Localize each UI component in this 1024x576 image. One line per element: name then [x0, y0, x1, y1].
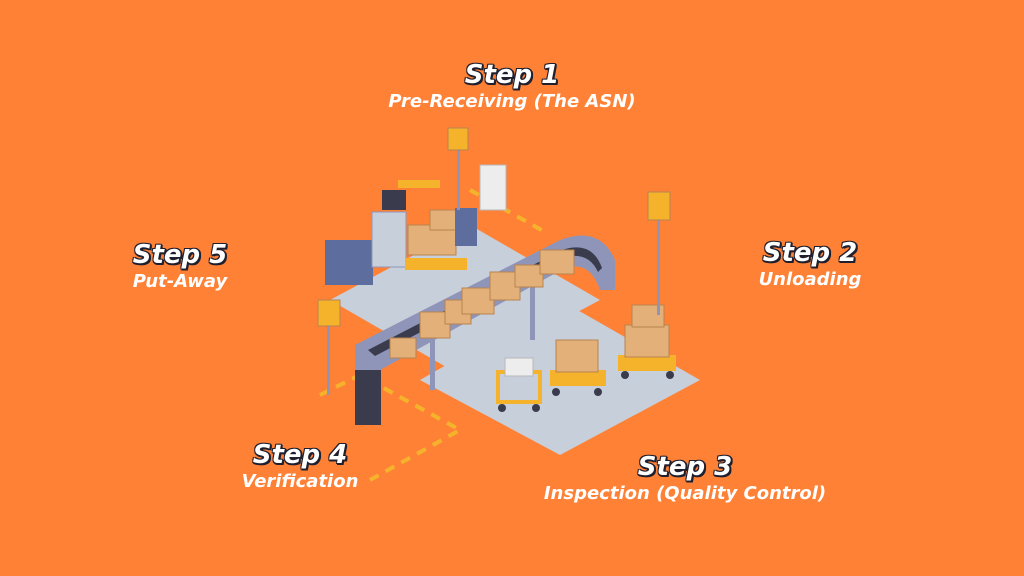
conveyor-boxes	[389, 249, 575, 359]
step-5-label: Put-Away	[132, 271, 228, 292]
step-5: Step 5 Put-Away	[100, 240, 260, 294]
step-4: Step 4 Verification	[210, 440, 390, 494]
sign-post-top	[447, 127, 469, 210]
step-1-label: Pre-Receiving (The ASN)	[388, 91, 636, 112]
cart-right-2	[550, 339, 606, 396]
step-2-label: Unloading	[758, 269, 862, 290]
conveyor-support-1	[430, 330, 435, 390]
step-2: Step 2 Unloading	[720, 238, 900, 292]
sign-post-right	[647, 191, 671, 315]
floor-dash-line-top	[469, 188, 546, 234]
step-5-title: Step 5	[132, 240, 228, 270]
step-4-title: Step 4	[252, 440, 348, 470]
step-3-label: Inspection (Quality Control)	[543, 483, 827, 504]
hand-trolley	[496, 357, 542, 412]
conveyor-leg-front	[355, 370, 381, 425]
step-2-title: Step 2	[762, 238, 858, 268]
cart-right-1	[618, 304, 676, 379]
floor-dash-line-bottom	[319, 372, 465, 482]
step-1: Step 1 Pre-Receiving (The ASN)	[372, 60, 652, 114]
equipment-cluster	[325, 164, 507, 285]
step-4-label: Verification	[241, 471, 359, 492]
sign-post-left	[317, 299, 341, 395]
step-1-title: Step 1	[464, 60, 560, 90]
step-3: Step 3 Inspection (Quality Control)	[520, 452, 850, 506]
step-3-title: Step 3	[637, 452, 733, 482]
conveyor-support-2	[530, 280, 535, 340]
